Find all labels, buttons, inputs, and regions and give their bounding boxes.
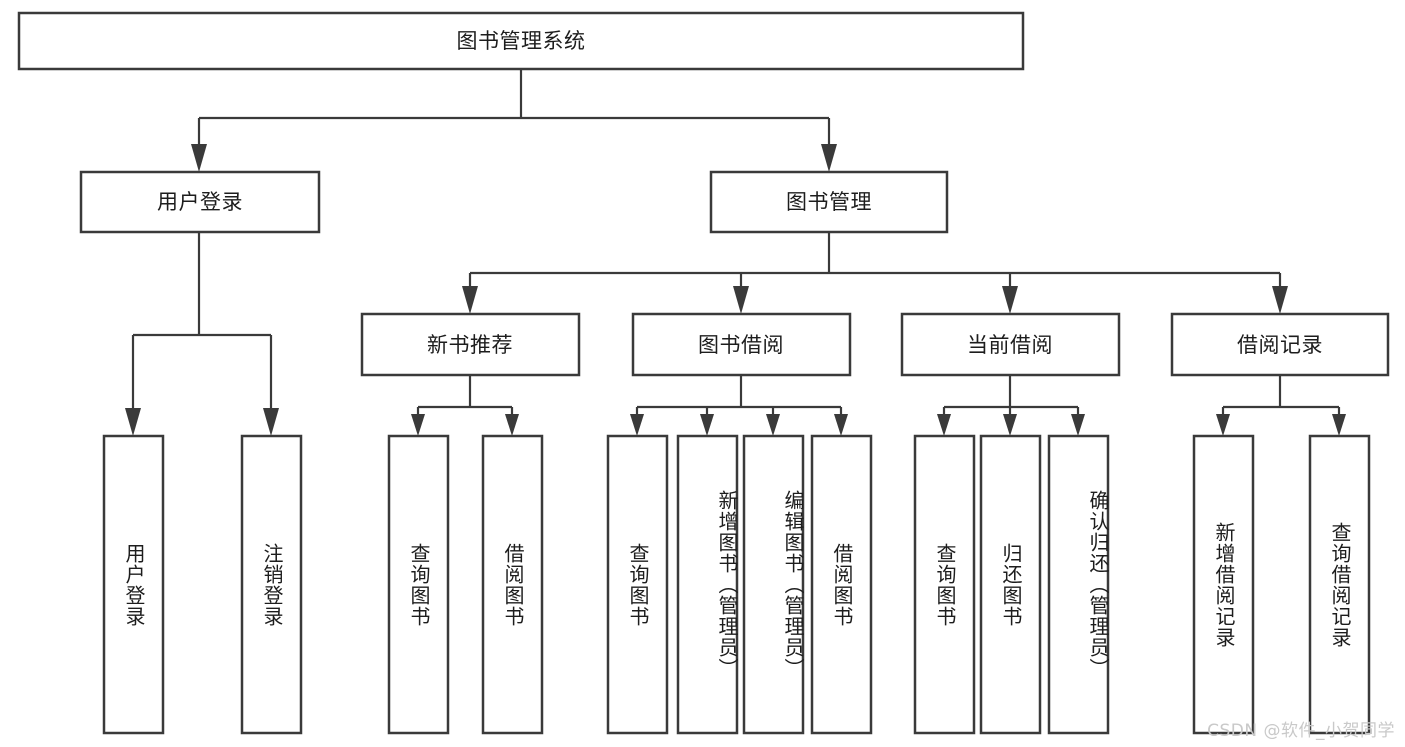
node-user-login[interactable] [79,170,321,234]
arrow-leaf-edit-book [766,414,780,436]
connector-layer [125,69,1346,436]
arrow-leaf-borrow-book-2 [834,414,848,436]
node-current-borrow-label: 当前借阅 [967,333,1053,357]
watermark-text: CSDN @软件_小贺同学 [1207,721,1395,741]
node-leaf-add-record[interactable] [1192,434,1255,735]
arrow-user-login [191,144,207,172]
node-leaf-borrow-book-1[interactable] [481,434,544,735]
node-root-label: 图书管理系统 [457,29,586,53]
node-new-book-rec-label: 新书推荐 [427,333,513,357]
arrow-leaf-query-book-1 [411,414,425,436]
arrow-leaf-add-book [700,414,714,436]
node-user-login-label: 用户登录 [157,190,243,214]
arrow-leaf-user-login [125,408,141,436]
node-root[interactable] [17,11,1025,71]
arrow-leaf-query-book-3 [937,414,951,436]
arrow-borrow-record [1272,286,1288,314]
node-layer: 图书管理系统 用户登录 图书管理 新书推荐 图书借阅 当前借阅 借阅记录 [17,11,1390,735]
node-leaf-query-book-3[interactable] [913,434,976,735]
node-book-borrow[interactable] [631,312,852,377]
node-current-borrow[interactable] [900,312,1121,377]
node-book-borrow-label: 图书借阅 [698,333,784,357]
node-book-manage[interactable] [709,170,949,234]
node-leaf-query-book-1[interactable] [387,434,450,735]
arrow-book-borrow [733,286,749,314]
arrow-leaf-return-book [1003,414,1017,436]
node-borrow-record[interactable] [1170,312,1390,377]
arrow-leaf-borrow-book-1 [505,414,519,436]
node-leaf-edit-book[interactable] [742,434,805,735]
node-leaf-user-login[interactable] [102,434,165,735]
arrow-book-manage [821,144,837,172]
node-leaf-return-book[interactable] [979,434,1042,735]
arrow-leaf-user-logout [263,408,279,436]
arrow-current-borrow [1002,286,1018,314]
node-borrow-record-label: 借阅记录 [1237,333,1323,357]
node-leaf-add-book[interactable] [676,434,739,735]
arrow-leaf-confirm-return [1071,414,1085,436]
node-book-manage-label: 图书管理 [786,190,872,214]
arrow-new-book-rec [462,286,478,314]
node-leaf-borrow-book-2[interactable] [810,434,873,735]
arrow-leaf-query-record [1332,414,1346,436]
node-leaf-user-logout[interactable] [240,434,303,735]
node-leaf-confirm-return[interactable] [1047,434,1110,735]
node-leaf-query-book-2[interactable] [606,434,669,735]
node-leaf-query-record[interactable] [1308,434,1371,735]
arrow-leaf-query-book-2 [630,414,644,436]
arrow-leaf-add-record [1216,414,1230,436]
node-new-book-rec[interactable] [360,312,581,377]
